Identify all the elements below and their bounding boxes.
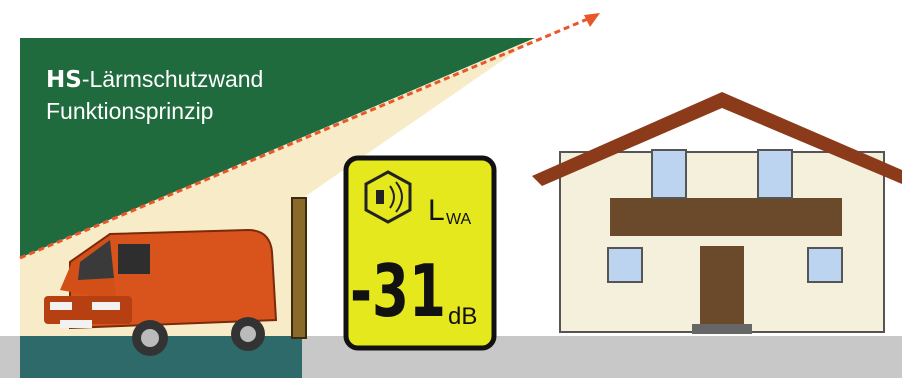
door-step bbox=[692, 324, 752, 334]
lwa-letter: L bbox=[428, 194, 445, 227]
house bbox=[532, 92, 902, 334]
window-lower-right bbox=[808, 248, 842, 282]
window-upper-right bbox=[758, 150, 792, 198]
title-line-1-text: -Lärmschutzwand bbox=[82, 66, 264, 92]
speaker-icon bbox=[366, 172, 410, 222]
speaker-icon-body bbox=[376, 190, 384, 204]
window-upper-left bbox=[652, 150, 686, 198]
title-line-2: Funktionsprinzip bbox=[46, 96, 263, 127]
lwa-subscript: WA bbox=[446, 211, 472, 228]
house-door bbox=[700, 246, 744, 326]
attenuation-value: -31 bbox=[350, 249, 446, 333]
window-lower-left bbox=[608, 248, 642, 282]
diagram-title: HS-Lärmschutzwand Funktionsprinzip bbox=[46, 64, 263, 127]
noise-barrier-wall bbox=[292, 198, 306, 338]
brand-name: HS bbox=[46, 67, 82, 93]
title-line-1: HS-Lärmschutzwand bbox=[46, 64, 263, 96]
balcony bbox=[610, 198, 842, 236]
attenuation-unit: dB bbox=[448, 303, 477, 330]
